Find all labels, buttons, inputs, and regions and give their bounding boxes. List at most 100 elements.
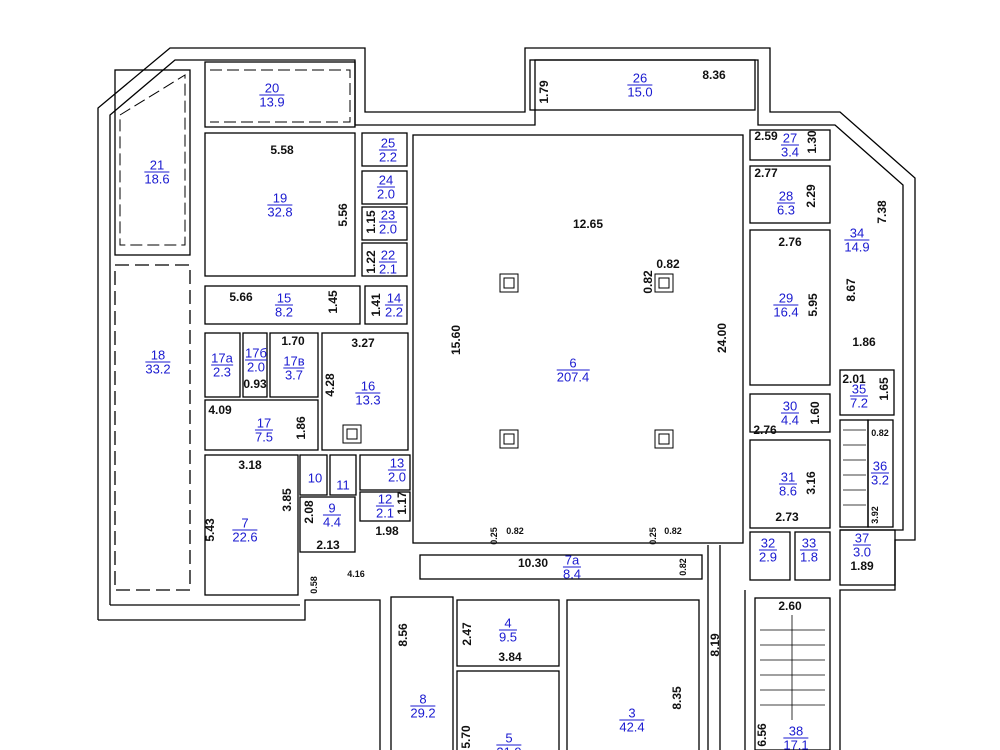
dimension-label: 12.65	[572, 217, 604, 231]
room-area: 3.2	[870, 472, 890, 488]
dimension-label: 6.56	[755, 723, 769, 747]
room-number: 7а	[564, 552, 580, 568]
room-number: 30	[782, 398, 798, 414]
dimension-label: 1.89	[850, 559, 874, 573]
room-number: 27	[782, 130, 798, 146]
room-number: 15	[276, 290, 292, 306]
dimension-label: 15.60	[449, 324, 463, 356]
room-number: 22	[380, 247, 396, 263]
room-area: 15.0	[627, 84, 653, 100]
room-number: 32	[760, 535, 776, 551]
dimension-label: 0.25	[648, 527, 658, 545]
room-number: 23	[380, 207, 396, 223]
dimension-label: 3.85	[280, 488, 294, 512]
room-area: 32.8	[267, 204, 293, 220]
dimension-label: 0.58	[309, 576, 319, 594]
dimension-label: 5.43	[203, 518, 217, 542]
room-area: 8.2	[274, 304, 294, 320]
dimension-label: 10.30	[517, 556, 549, 570]
room-number: 16	[360, 378, 376, 394]
dimension-label: 0.82	[678, 558, 688, 576]
room-area: 2.1	[375, 505, 395, 521]
room-number: 13	[389, 455, 405, 471]
dimension-label: 2.13	[316, 538, 340, 552]
dimension-label: 1.86	[294, 416, 308, 440]
dimension-label: 3.92	[870, 506, 880, 524]
dimension-label: 1.15	[364, 210, 378, 234]
dimension-label: 1.60	[808, 401, 822, 425]
room-label-5: 521.9	[496, 730, 522, 750]
dimension-label: 1.22	[364, 250, 378, 274]
stairs	[760, 429, 866, 720]
room-area: 22.6	[232, 529, 258, 545]
dimension-label: 2.47	[460, 622, 474, 646]
dimension-label: 0.82	[664, 526, 682, 536]
room-area: 207.4	[556, 369, 590, 385]
dimension-label: 3.27	[351, 336, 375, 350]
room-number: 19	[272, 190, 288, 206]
room-number: 3	[628, 705, 636, 721]
room-area: 18.6	[144, 171, 170, 187]
room-number: 10	[307, 470, 323, 486]
dimension-label: 1.41	[369, 293, 383, 317]
dimension-label: 0.82	[656, 257, 680, 271]
dimension-label: 1.70	[281, 334, 305, 348]
room-area: 6.3	[776, 202, 796, 218]
dimension-label: 24.00	[715, 322, 729, 354]
room-area: 2.9	[758, 549, 778, 565]
dimension-label: 4.28	[323, 373, 337, 397]
dimension-label: 5.56	[336, 203, 350, 227]
dimension-label: 2.08	[302, 500, 316, 524]
room-area: 21.9	[496, 744, 522, 750]
dimension-label: 1.30	[805, 130, 819, 154]
room-area: 2.0	[387, 469, 407, 485]
room-area: 13.3	[355, 392, 381, 408]
dimension-label: 5.58	[270, 143, 294, 157]
dimension-label: 1.98	[375, 524, 399, 538]
dimension-label: 2.77	[754, 166, 778, 180]
room-number: 33	[801, 535, 817, 551]
room-area: 4.4	[322, 514, 342, 530]
room-area: 16.4	[773, 304, 799, 320]
room-number: 5	[505, 730, 513, 746]
room-area: 7.5	[254, 429, 274, 445]
dimension-label: 4.09	[208, 403, 232, 417]
dimension-label: 8.36	[702, 68, 726, 82]
room-number: 20	[264, 80, 280, 96]
room-number: 17	[256, 415, 272, 431]
dimension-label: 2.59	[754, 129, 778, 143]
room-label-10: 10	[308, 472, 322, 485]
room-area: 1.8	[799, 549, 819, 565]
room-area: 3.4	[780, 144, 800, 160]
room-number: 31	[780, 469, 796, 485]
room-number: 38	[788, 723, 804, 739]
dimension-label: 7.38	[875, 200, 889, 224]
room-area: 3.7	[283, 367, 305, 383]
dimension-label: 8.35	[670, 686, 684, 710]
room-number: 12	[377, 491, 393, 507]
dimension-label: 8.19	[708, 633, 722, 657]
room-number: 9	[328, 500, 336, 516]
dimension-label: 0.93	[243, 377, 267, 391]
